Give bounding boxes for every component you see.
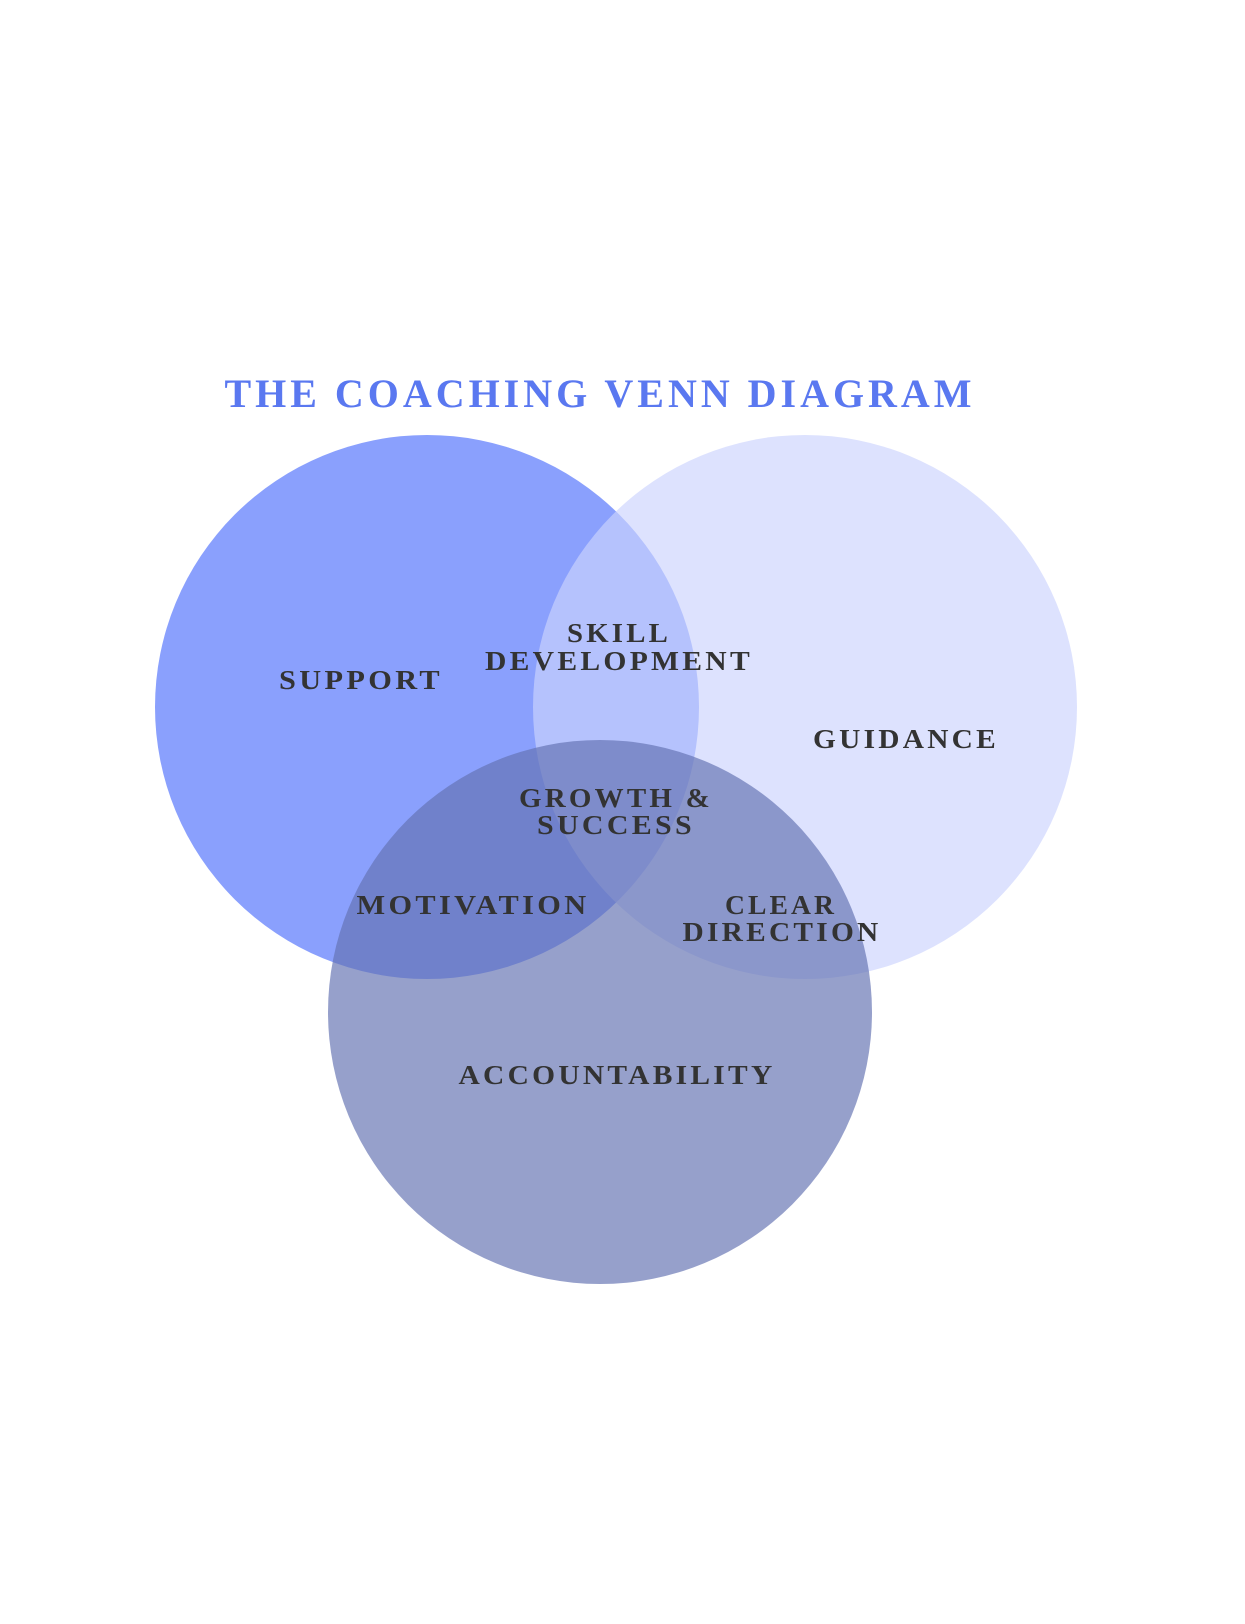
clear-direction-label-line1: CLEAR (725, 890, 837, 920)
clear-direction-label-line2: DIRECTION (683, 917, 882, 947)
skill-development-label-line1: SKILL (567, 618, 671, 648)
motivation-label: MOTIVATION (357, 890, 590, 920)
accountability-circle (328, 740, 872, 1284)
guidance-label: GUIDANCE (813, 724, 999, 754)
diagram-title: THE COACHING VENN DIAGRAM (225, 371, 976, 416)
skill-development-label-line2: DEVELOPMENT (485, 646, 753, 676)
support-label: SUPPORT (279, 665, 443, 695)
growth-success-label-line2: SUCCESS (537, 810, 695, 840)
growth-success-label-line1: GROWTH & (519, 783, 713, 813)
accountability-label: ACCOUNTABILITY (459, 1060, 776, 1090)
